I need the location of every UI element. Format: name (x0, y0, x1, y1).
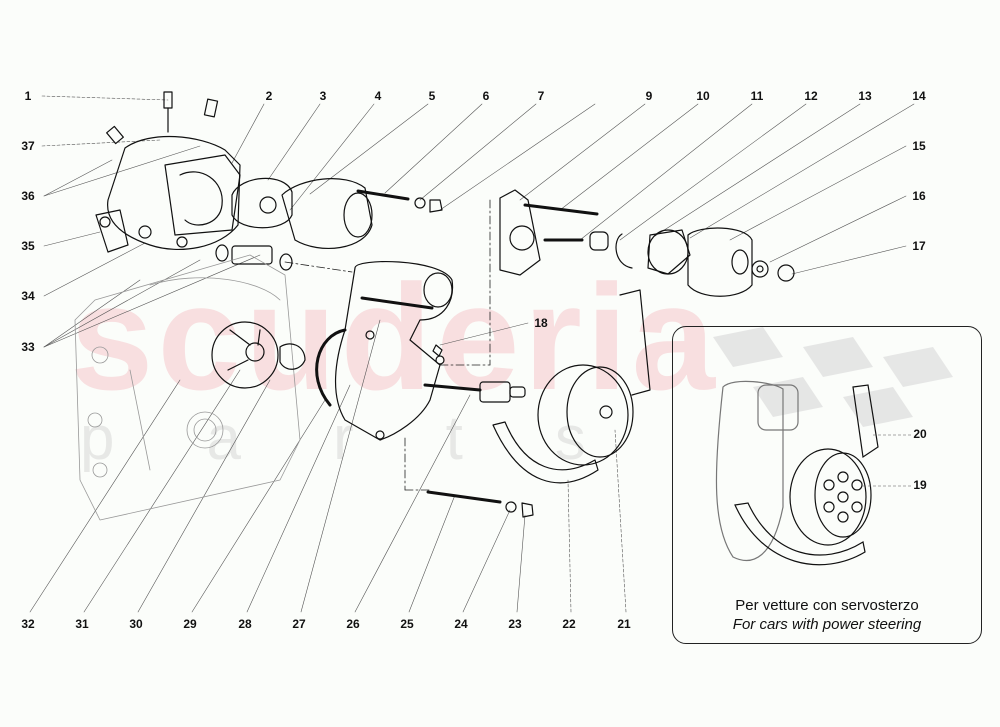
callout-2: 2 (265, 89, 273, 103)
tensioner-bracket (499, 189, 691, 276)
callout-28: 28 (238, 617, 252, 631)
callout-34: 34 (21, 289, 35, 303)
callout-21: 21 (617, 617, 631, 631)
thermostat-housing (95, 91, 241, 253)
inset-caption-english: For cars with power steering (732, 616, 922, 633)
water-pump-impeller (211, 321, 306, 389)
callout-18: 18 (534, 316, 548, 330)
stud-nut-set-bottom (426, 490, 534, 518)
callout-7: 7 (537, 89, 545, 103)
callout-27: 27 (292, 617, 306, 631)
callout-32: 32 (21, 617, 35, 631)
callout-26: 26 (346, 617, 360, 631)
callout-9: 9 (645, 89, 653, 103)
callout-19: 19 (913, 478, 927, 492)
callout-12: 12 (804, 89, 818, 103)
callout-3: 3 (319, 89, 327, 103)
pump-shaft (423, 381, 526, 403)
callout-23: 23 (508, 617, 522, 631)
gasket-ring (315, 328, 347, 407)
callout-16: 16 (912, 189, 926, 203)
callout-10: 10 (696, 89, 710, 103)
callout-25: 25 (400, 617, 414, 631)
callout-24: 24 (454, 617, 468, 631)
callout-30: 30 (129, 617, 143, 631)
inset-caption-italian: Per vetture con servosterzo (735, 597, 919, 614)
callout-35: 35 (21, 239, 35, 253)
callout-31: 31 (75, 617, 89, 631)
power-steering-inset: Per vetture con servosterzo For cars wit… (672, 326, 982, 644)
leader-lines (29, 95, 915, 613)
idler-pulley-cover (687, 227, 795, 297)
callout-1: 1 (24, 89, 32, 103)
callout-20: 20 (913, 427, 927, 441)
callout-14: 14 (912, 89, 926, 103)
callout-17: 17 (912, 239, 926, 253)
callout-37: 37 (21, 139, 35, 153)
engine-timing-cover (74, 254, 301, 521)
callout-15: 15 (912, 139, 926, 153)
callout-13: 13 (858, 89, 872, 103)
callout-6: 6 (482, 89, 490, 103)
thermostat (231, 177, 293, 229)
callout-22: 22 (562, 617, 576, 631)
water-pump-body (335, 261, 454, 441)
callout-4: 4 (374, 89, 382, 103)
thermostat-cover (281, 178, 373, 250)
power-steering-pulley-drawing (713, 327, 953, 566)
callout-29: 29 (183, 617, 197, 631)
water-pump-pulley (492, 289, 651, 484)
callout-33: 33 (21, 340, 35, 354)
callout-5: 5 (428, 89, 436, 103)
stud-nut-set-top (356, 189, 443, 213)
pipe-and-seals (215, 244, 293, 271)
callout-36: 36 (21, 189, 35, 203)
callout-11: 11 (750, 89, 764, 103)
